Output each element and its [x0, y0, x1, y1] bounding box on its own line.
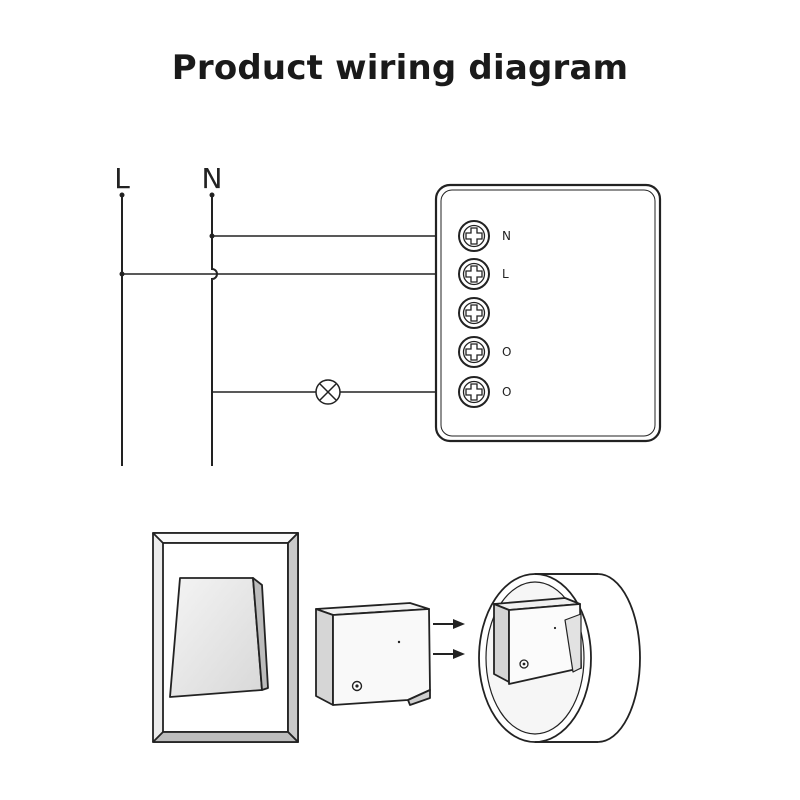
- terminal-o-2: [458, 376, 490, 408]
- neutral-wire-top-dot: [209, 192, 215, 198]
- terminal-label: N: [502, 229, 511, 243]
- terminal-l: [458, 258, 490, 290]
- terminal-label: O: [502, 345, 511, 359]
- page-title: Product wiring diagram: [171, 48, 629, 88]
- schematic: L N: [114, 162, 662, 466]
- module-outline: [434, 183, 662, 443]
- lamp-icon: [315, 379, 341, 405]
- module-inner-outline: [440, 189, 656, 437]
- terminal-label: L: [502, 267, 509, 281]
- wall-switch-icon: [152, 532, 299, 743]
- installation-illustration: [152, 532, 641, 743]
- line-wire-label: L: [114, 162, 130, 195]
- neutral-junction-dot: [209, 233, 215, 239]
- terminal-n: [458, 220, 490, 252]
- wall-box-icon: [478, 573, 641, 743]
- terminal-3: [458, 297, 490, 329]
- smart-module-icon: [315, 602, 431, 706]
- neutral-wire-label: N: [202, 162, 223, 195]
- insert-arrow-icon: [433, 619, 465, 659]
- terminal-label: O: [502, 385, 511, 399]
- line-junction-dot: [119, 271, 125, 277]
- terminal-o-1: [458, 336, 490, 368]
- line-wire-top-dot: [119, 192, 125, 198]
